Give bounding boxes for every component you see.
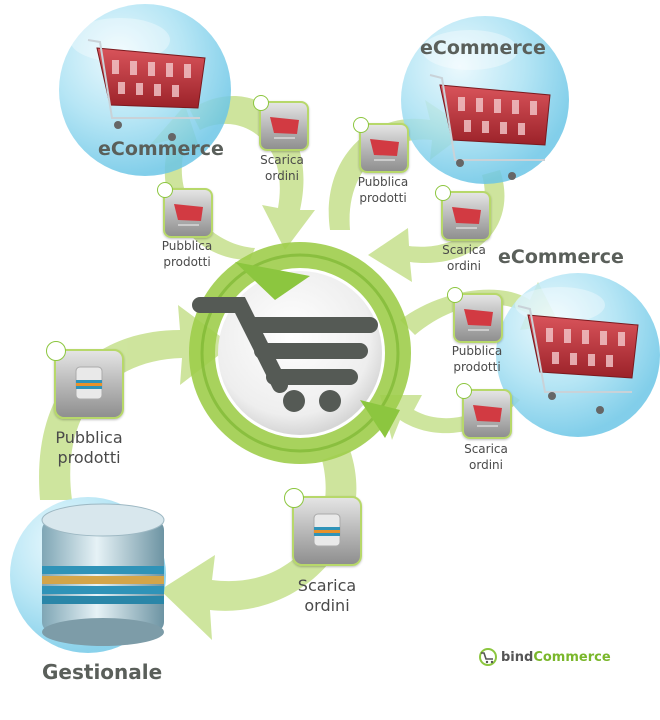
action-tile-pubblica-prodotti-2[interactable] bbox=[353, 117, 409, 173]
sync-cart-badge-icon bbox=[456, 383, 472, 399]
red-cart-icon bbox=[473, 405, 502, 427]
ecommerce-label-2: eCommerce bbox=[420, 37, 546, 59]
database-icon bbox=[75, 366, 103, 400]
bindcommerce-logo: bindCommerce bbox=[478, 648, 611, 666]
cart-icon bbox=[87, 39, 206, 141]
sync-cart-badge-icon bbox=[447, 287, 463, 303]
ecommerce-bubble-3 bbox=[496, 273, 660, 437]
sync-cart-badge-icon bbox=[353, 117, 369, 133]
red-cart-icon bbox=[174, 204, 203, 226]
logo-cart-icon bbox=[479, 648, 497, 666]
hub-cart-icon bbox=[192, 297, 378, 412]
red-cart-icon bbox=[270, 117, 299, 139]
action-tile-pubblica-prodotti-gestionale[interactable] bbox=[46, 341, 124, 419]
action-tile-pubblica-prodotti-1[interactable] bbox=[157, 182, 213, 238]
ecommerce-bubble-1 bbox=[59, 4, 231, 176]
action-tile-scarica-ordini-gestionale[interactable] bbox=[284, 488, 362, 566]
red-cart-icon bbox=[370, 139, 399, 161]
ecommerce-label-3: eCommerce bbox=[498, 246, 624, 268]
action-tile-scarica-ordini-3[interactable] bbox=[456, 383, 512, 439]
sync-cart-badge-icon bbox=[435, 185, 451, 201]
sync-cart-badge-icon bbox=[253, 95, 269, 111]
red-cart-icon bbox=[452, 207, 481, 229]
sync-cart-badge-icon bbox=[46, 341, 66, 361]
action-tile-scarica-ordini-1[interactable] bbox=[253, 95, 309, 151]
action-tile-pubblica-prodotti-3[interactable] bbox=[447, 287, 503, 343]
sync-cart-badge-icon bbox=[157, 182, 173, 198]
hub bbox=[189, 242, 411, 464]
database-icon bbox=[313, 513, 341, 547]
action-tile-scarica-ordini-2[interactable] bbox=[435, 185, 491, 241]
sync-cart-badge-icon bbox=[284, 488, 304, 508]
red-cart-icon bbox=[464, 309, 493, 331]
database-icon bbox=[41, 503, 165, 646]
gestionale-label: Gestionale bbox=[42, 660, 163, 684]
ecommerce-bubble-2 bbox=[401, 16, 569, 184]
gestionale-bubble bbox=[10, 497, 166, 653]
ecommerce-label-1: eCommerce bbox=[98, 138, 224, 160]
